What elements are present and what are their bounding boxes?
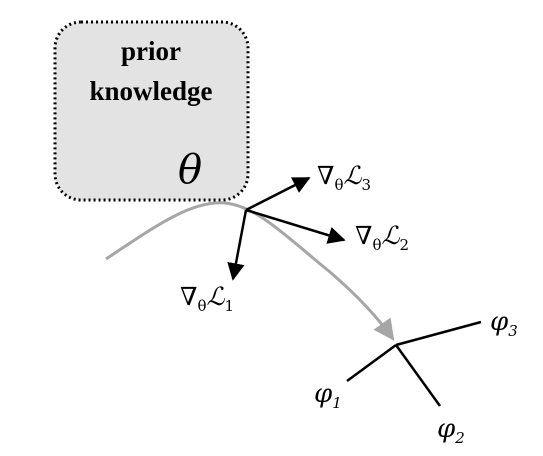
gradient-arrow-3 <box>245 176 311 212</box>
task-parameter-lines <box>346 320 482 407</box>
phi-label-1: φ1 <box>314 379 342 412</box>
prior-knowledge-box-rect <box>53 20 250 202</box>
phi-label-2: φ2 <box>437 414 465 447</box>
phi-line-2 <box>394 344 442 407</box>
gradient-label-2: ∇θℒ2 <box>355 221 409 254</box>
gradient-label-1: ∇θℒ1 <box>180 282 234 315</box>
phi-line-1 <box>346 343 397 383</box>
box-label-line1: prior <box>121 36 181 66</box>
phi-line-3 <box>395 320 482 347</box>
box-label-line2: knowledge <box>89 76 212 106</box>
learning-path <box>105 201 395 341</box>
phi-label-3: φ3 <box>490 307 518 340</box>
gradient-arrow-2 <box>245 208 346 244</box>
gradient-arrow-1 <box>227 209 248 281</box>
theta-label: θ <box>178 147 202 193</box>
gradient-arrows <box>227 176 346 281</box>
prior-knowledge-box: prior knowledge θ <box>53 20 250 202</box>
gradient-label-3: ∇θℒ3 <box>317 161 371 194</box>
